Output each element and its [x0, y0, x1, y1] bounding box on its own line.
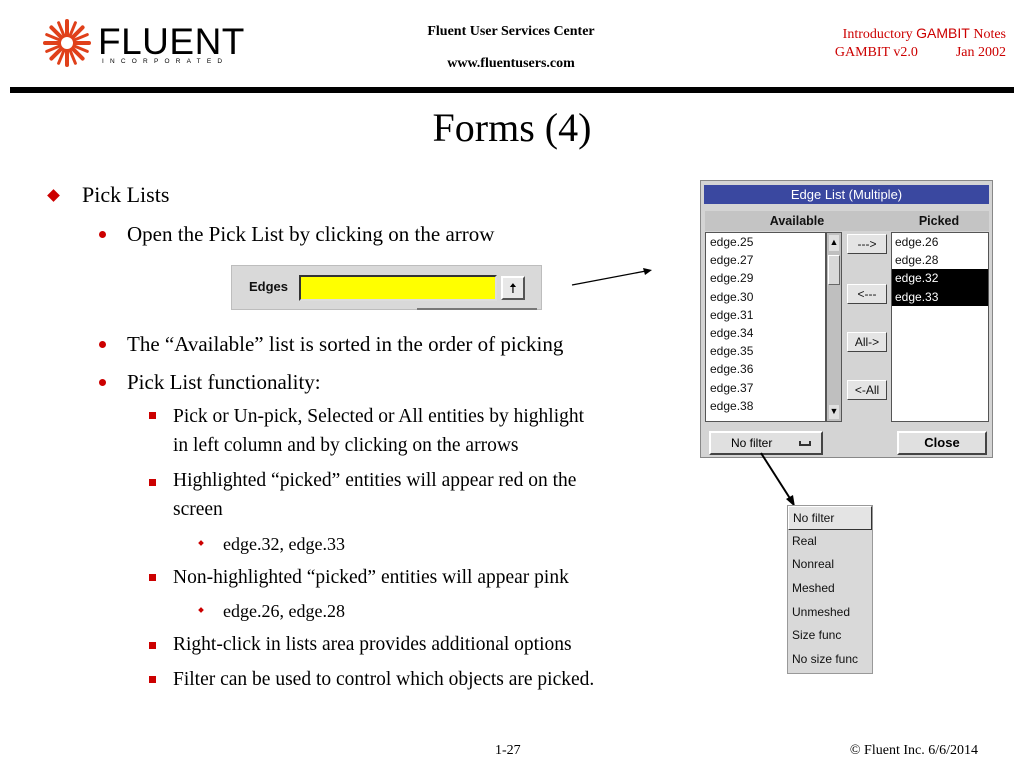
list-item[interactable]: edge.34 [710, 325, 754, 340]
header-center-url: www.fluentusers.com [447, 56, 575, 71]
square-bullet-icon [149, 412, 156, 419]
remove-selected-button[interactable]: <--- [847, 284, 887, 304]
list-item[interactable]: edge.30 [710, 289, 754, 304]
list-item[interactable]: edge.36 [710, 362, 754, 377]
list-item[interactable]: edge.37 [710, 380, 754, 395]
filter-option-meshed[interactable]: Meshed [792, 581, 835, 596]
header-rule [10, 87, 1014, 93]
filter-option-size-func[interactable]: Size func [792, 628, 842, 643]
header-notes: Notes [973, 27, 1006, 42]
dot-bullet-icon [99, 231, 106, 238]
logo-subtitle: INCORPORATED [102, 58, 229, 65]
square-bullet-icon [149, 642, 156, 649]
bullet-non-highlighted: Non-highlighted “picked” entities will a… [173, 567, 569, 588]
pointer-arrow-icon [571, 268, 652, 286]
scroll-up-icon[interactable]: ▲ [829, 235, 839, 251]
header-version: GAMBIT v2.0 [834, 45, 918, 60]
bullet-highlighted-2: screen [173, 499, 223, 520]
header-right-line1: Introductory GAMBIT Notes [843, 24, 1006, 44]
list-item[interactable]: edge.38 [710, 398, 754, 413]
pick-list-arrow-button[interactable]: 🠅 [501, 276, 525, 300]
list-item[interactable]: edge.35 [710, 344, 754, 359]
dialog-title: Edge List (Multiple) [704, 185, 989, 204]
edges-field-widget: Edges 🠅 [231, 265, 542, 310]
list-item[interactable]: edge.31 [710, 307, 754, 322]
filter-dropdown[interactable]: No filter [709, 431, 823, 455]
dot-bullet-icon [99, 379, 106, 386]
add-all-button[interactable]: All-> [847, 332, 887, 352]
small-bullet-icon [198, 540, 204, 546]
scroll-down-icon[interactable]: ▼ [829, 405, 839, 419]
list-item[interactable]: edge.27 [710, 253, 754, 268]
list-item[interactable]: edge.29 [710, 271, 754, 286]
list-item-selected[interactable]: edge.32 [892, 269, 988, 288]
list-item[interactable]: edge.25 [710, 235, 754, 249]
header-date: Jan 2002 [955, 45, 1006, 60]
square-bullet-icon [149, 676, 156, 683]
bullet-edges-pink: edge.26, edge.28 [223, 601, 345, 621]
add-selected-button[interactable]: ---> [847, 234, 887, 254]
list-item[interactable]: edge.26 [895, 235, 939, 249]
list-item[interactable]: edge.28 [895, 253, 939, 268]
picked-header: Picked [889, 211, 989, 231]
widget-underline [417, 308, 537, 310]
bullet-pick-unpick-1: Pick or Un-pick, Selected or All entitie… [173, 406, 585, 427]
filter-option-nonreal[interactable]: Nonreal [792, 557, 835, 572]
scroll-thumb[interactable] [828, 255, 840, 285]
copyright: © Fluent Inc. 6/6/2014 [849, 743, 978, 758]
filter-pointer-arrow-icon [760, 452, 795, 507]
bullet-open-pick-list: Open the Pick List by clicking on the ar… [127, 222, 495, 246]
filter-option-unmeshed[interactable]: Unmeshed [792, 604, 851, 619]
remove-all-button[interactable]: <-All [847, 380, 887, 400]
bullet-available-sorted: The “Available” list is sorted in the or… [127, 332, 564, 356]
bullet-highlighted-1: Highlighted “picked” entities will appea… [173, 470, 577, 491]
picked-list[interactable]: edge.26 edge.28 edge.32 edge.33 [891, 232, 989, 422]
header-center-title: Fluent User Services Center [427, 24, 595, 39]
diamond-bullet-icon [47, 189, 60, 202]
fluent-starburst-icon [43, 19, 91, 67]
bullet-edges-red: edge.32, edge.33 [223, 534, 345, 554]
list-item-selected[interactable]: edge.33 [892, 287, 988, 306]
square-bullet-icon [149, 574, 156, 581]
filter-dropdown-label: No filter [731, 436, 773, 450]
bullet-right-click: Right-click in lists area provides addit… [173, 634, 572, 655]
filter-option-real[interactable]: Real [792, 533, 817, 548]
filter-option-no-size-func[interactable]: No size func [792, 652, 859, 667]
arrow-up-icon: 🠅 [509, 280, 517, 296]
small-bullet-icon [198, 607, 204, 613]
dot-bullet-icon [99, 341, 106, 348]
filter-menu: No filter Real Nonreal Meshed Unmeshed S… [787, 505, 873, 674]
logo-wordmark: FLUENT [98, 21, 245, 62]
square-bullet-icon [149, 479, 156, 486]
edge-list-dialog: Edge List (Multiple) Available Picked ed… [700, 180, 993, 458]
edges-label: Edges [249, 279, 289, 294]
available-header: Available [705, 211, 889, 231]
close-button[interactable]: Close [897, 431, 987, 455]
bullet-pick-list-functionality: Pick List functionality: [127, 370, 321, 394]
bullet-pick-unpick-2: in left column and by clicking on the ar… [173, 435, 519, 456]
header-right-line2: GAMBIT v2.0 Jan 2002 [835, 43, 1006, 62]
bullet-filter: Filter can be used to control which obje… [173, 669, 595, 690]
available-scrollbar[interactable]: ▲ ▼ [826, 232, 842, 422]
page-number: 1-27 [495, 743, 521, 758]
header-gambit: GAMBIT [916, 25, 970, 41]
edges-input[interactable] [299, 275, 497, 301]
dropdown-indicator-icon [799, 441, 811, 446]
fluent-logo: FLUENT INCORPORATED [42, 18, 244, 68]
header-intro: Introductory [842, 27, 913, 42]
slide-title: Forms (4) [432, 105, 592, 150]
available-list[interactable]: edge.25 edge.27 edge.29 edge.30 edge.31 … [705, 232, 826, 422]
filter-option-no-filter[interactable]: No filter [788, 506, 872, 530]
bullet-pick-lists: Pick Lists [82, 182, 170, 207]
